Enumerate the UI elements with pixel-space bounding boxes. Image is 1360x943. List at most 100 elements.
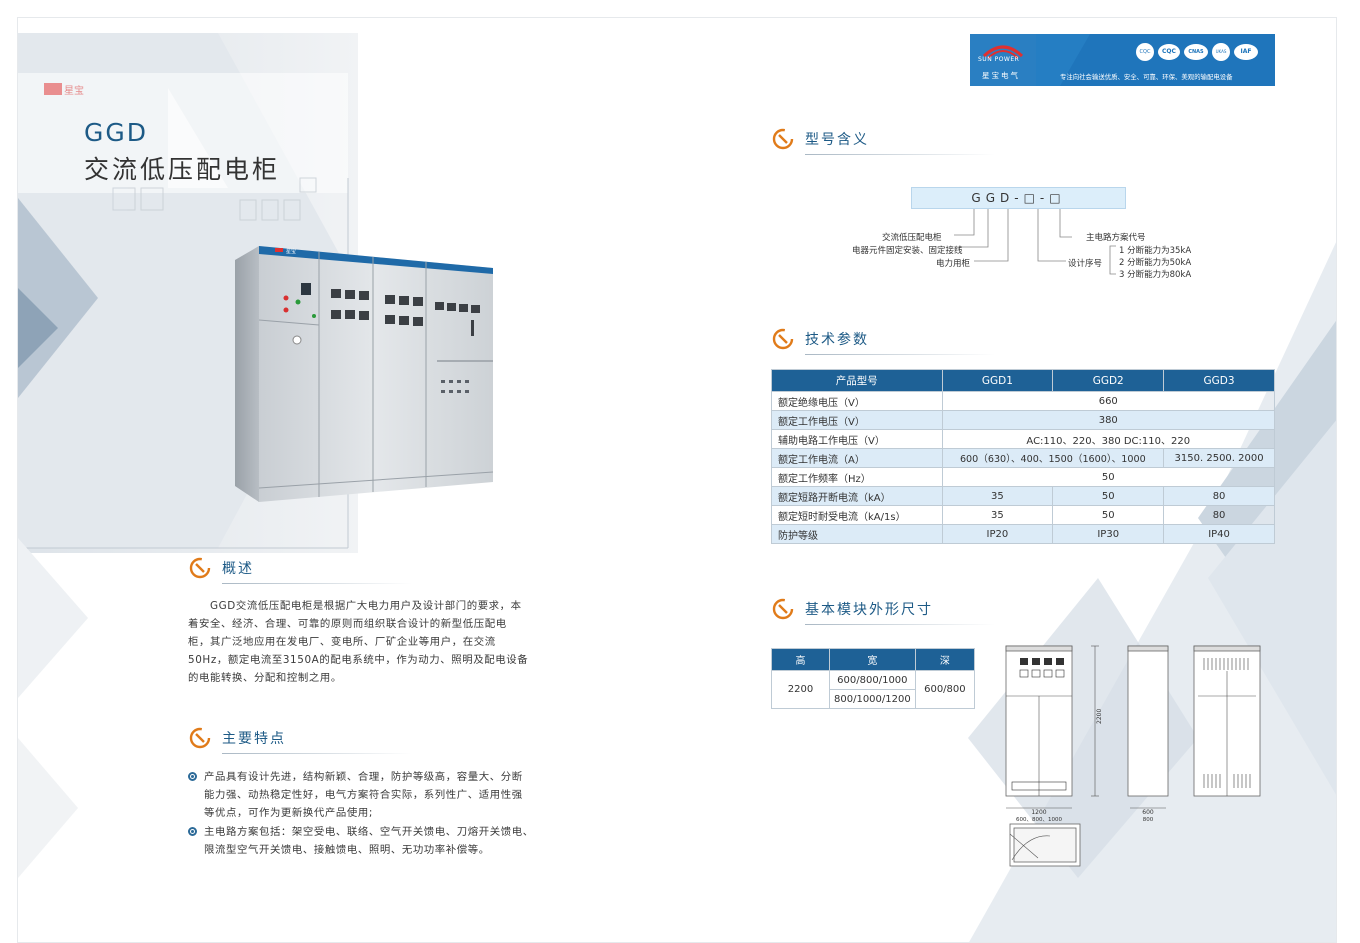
overview-heading: 概述 (188, 555, 412, 584)
section-marker-icon (772, 598, 794, 620)
feature-item: 产品具有设计先进，结构新颖、合理，防护等级高，容量大、分断 能力强、动热稳定性好… (188, 768, 568, 822)
overview-text: GGD交流低压配电柜是根据广大电力用户及设计部门的要求，本 着安全、经济、合理、… (188, 597, 558, 687)
model-option: 1 分断能力为35kA (1119, 246, 1192, 256)
model-code-box: GGD-□-□ (911, 187, 1126, 209)
spec-param-name: 额定工作电流（A） (771, 448, 943, 468)
feature-line: 限流型空气开关馈电、接触馈电、照明、无功功率补偿等。 (204, 844, 490, 856)
spec-header-cell: GGD3 (1163, 369, 1275, 392)
cert-icon: CQC (1136, 43, 1154, 61)
spec-value: 35 (941, 486, 1054, 506)
model-meaning-title: 型号含义 (805, 132, 869, 148)
spec-row: 额定工作电流（A） 600（630）、400、1500（1600）、1000 3… (771, 448, 1275, 468)
section-marker-icon (772, 128, 794, 150)
model-label-left: 交流低压配电柜 (882, 233, 942, 243)
model-label-left: 电力用柜 (936, 259, 971, 269)
feature-item: 主电路方案包括：架空受电、联络、空气开关馈电、刀熔开关馈电、 限流型空气开关馈电… (188, 823, 578, 859)
product-title-en: GGD (84, 118, 148, 147)
dimension-row: 2200 600/800/1000 600/800 (771, 670, 976, 709)
overview-title: 概述 (222, 561, 254, 577)
section-marker-icon (772, 328, 794, 350)
brand-tagline: 专注向社会输送优质、安全、可靠、环保、美观的输配电设备 (1060, 73, 1233, 81)
spec-value: 380 (941, 410, 1275, 430)
cabinet-photo: 星宝 (235, 246, 494, 502)
cert-icon: CQC (1158, 44, 1180, 60)
spec-param-name: 辅助电路工作电压（V） (771, 429, 943, 449)
product-title-cn: 交流低压配电柜 (84, 155, 281, 184)
spec-row: 额定短路开断电流（kA） 35 50 80 (771, 486, 1275, 506)
spec-header-cell: GGD2 (1052, 369, 1165, 392)
tech-params-heading: 技术参数 (771, 326, 995, 355)
option-brace (1109, 245, 1116, 275)
cert-icon: CNAS (1184, 44, 1208, 60)
spec-value: 80 (1163, 505, 1275, 525)
drawing-height-label: 2200 (1096, 709, 1103, 724)
spec-value: 3150. 2500. 2000 (1163, 448, 1275, 468)
spec-row: 额定工作电压（V） 380 (771, 410, 1275, 430)
model-meaning-heading: 型号含义 (771, 126, 995, 155)
overview-line: 着安全、经济、合理、可靠的原则而组织联合设计的新型低压配电 (188, 618, 507, 630)
spec-param-name: 额定工作频率（Hz） (771, 467, 943, 487)
dimensions-heading: 基本模块外形尺寸 (771, 596, 995, 625)
cert-icon: UKAS (1212, 43, 1230, 61)
features-title: 主要特点 (222, 731, 286, 747)
spec-value: IP30 (1052, 524, 1165, 544)
spec-value: 80 (1163, 486, 1275, 506)
feature-line: 主电路方案包括：架空受电、联络、空气开关馈电、刀熔开关馈电、 (204, 826, 534, 838)
cabinet-brand: 星宝 (286, 248, 296, 255)
spec-value: 50 (1052, 486, 1165, 506)
spec-header-cell: 产品型号 (771, 369, 943, 392)
spec-value: IP40 (1163, 524, 1275, 544)
spec-row: 额定工作频率（Hz） 50 (771, 467, 1275, 487)
spec-header-cell: GGD1 (941, 369, 1054, 392)
cert-icon: IAF (1234, 44, 1258, 60)
spec-param-name: 防护等级 (771, 524, 943, 544)
dimension-header-row: 高 宽 深 (771, 648, 976, 671)
model-option: 3 分断能力为80kA (1119, 270, 1192, 280)
model-option: 2 分断能力为50kA (1119, 258, 1192, 268)
brand-logo (970, 34, 1275, 86)
spec-param-name: 额定工作电压（V） (771, 410, 943, 430)
bg-brand-text: 星宝 (64, 84, 84, 97)
model-label-right: 设计序号 (1068, 259, 1103, 269)
bullet-icon (188, 827, 197, 836)
drawing-depth-label: 600 (1142, 809, 1154, 816)
brand-logo-en: SUN POWER (978, 56, 1020, 63)
spec-value: 50 (1052, 505, 1165, 525)
tech-params-title: 技术参数 (805, 332, 869, 348)
brand-banner: SUN POWER 星宝电气 CQC CQC CNAS UKAS IAF 专注向… (970, 34, 1275, 86)
spec-row: 额定短时耐受电流（kA/1s） 35 50 80 (771, 505, 1275, 525)
bullet-icon (188, 772, 197, 781)
spec-row: 辅助电路工作电压（V） AC:110、220、380 DC:110、220 (771, 429, 1275, 449)
dimension-header-cell: 深 (914, 648, 976, 671)
dimensions-title: 基本模块外形尺寸 (805, 602, 933, 618)
dimension-header-cell: 高 (771, 648, 830, 671)
drawing-width-label: 600、800、1000 (1016, 817, 1062, 823)
spec-value: 50 (941, 467, 1275, 487)
spec-param-name: 额定短时耐受电流（kA/1s） (771, 505, 943, 525)
drawing-depth-label: 800 (1143, 817, 1154, 823)
dimension-header-cell: 宽 (829, 648, 916, 671)
brand-logo-cn: 星宝电气 (982, 71, 1020, 80)
feature-line: 能力强、动热稳定性好，电气方案符合实际，系列性广、适用性强 (204, 789, 523, 801)
spec-row: 额定绝缘电压（V） 660 (771, 391, 1275, 411)
spec-header-row: 产品型号 GGD1 GGD2 GGD3 (771, 369, 1275, 392)
feature-line: 产品具有设计先进，结构新颖、合理，防护等级高，容量大、分断 (204, 771, 523, 783)
dimension-width: 600/800/1000 (829, 670, 916, 690)
model-label-left: 电器元件固定安装、固定接线 (852, 246, 963, 256)
dimension-height: 2200 (771, 670, 830, 709)
dimension-row: 800/1000/1200 (772, 689, 975, 709)
dimension-width: 800/1000/1200 (829, 689, 916, 709)
model-leader-lines (954, 209, 1072, 262)
spec-row: 防护等级 IP20 IP30 IP40 (771, 524, 1275, 544)
brochure-spread: 星宝 SUN POWER 星宝电气 CQC CQC (17, 17, 1337, 943)
section-marker-icon (189, 557, 211, 579)
spec-value: 660 (941, 391, 1275, 411)
spec-param-name: 额定短路开断电流（kA） (771, 486, 943, 506)
spec-value: 35 (941, 505, 1054, 525)
model-label-right: 主电路方案代号 (1086, 233, 1146, 243)
drawing-width-label: 1200 (1031, 809, 1046, 816)
overview-line: 柜，其广泛地应用在发电厂、变电所、厂矿企业等用户，在交流 (188, 636, 496, 648)
feature-line: 等优点，可作为更新换代产品使用; (204, 807, 373, 819)
spec-value: 600（630）、400、1500（1600）、1000 (941, 448, 1165, 468)
dimension-table: 高 宽 深 2200 600/800/1000 600/800 800/1000… (771, 648, 976, 709)
